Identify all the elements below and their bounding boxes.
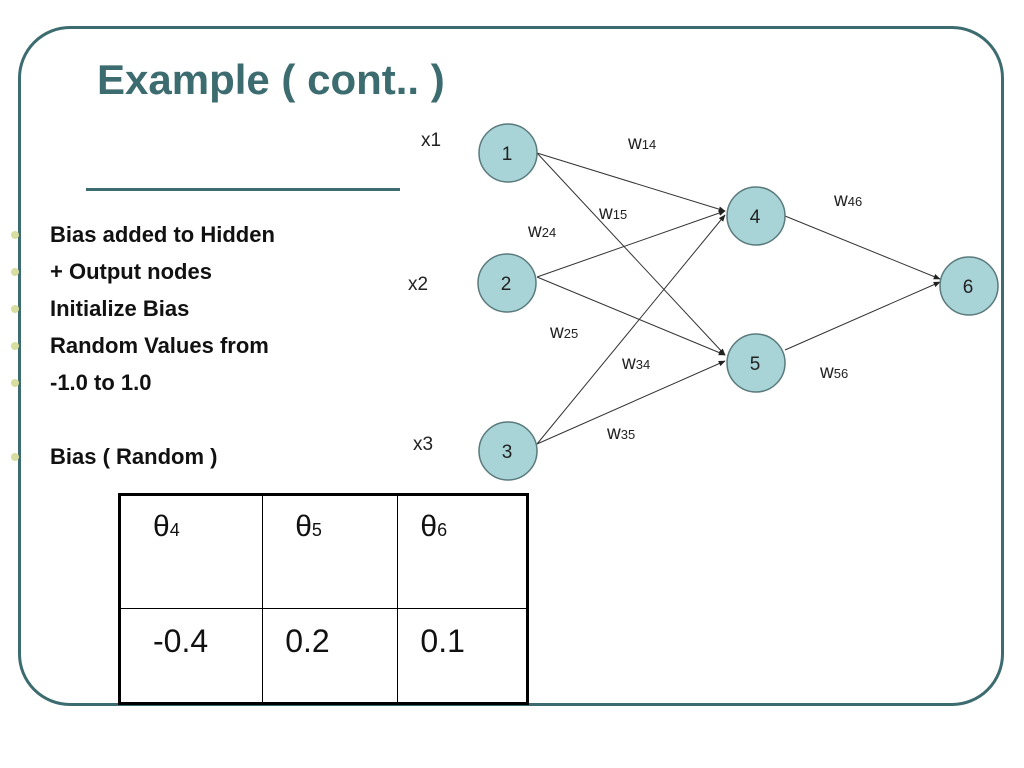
node-3: 3 (478, 421, 538, 481)
bullet-dot-icon (11, 453, 19, 461)
node-2: 2 (477, 253, 537, 313)
weight-label-w34: w34 (621, 353, 650, 374)
bullet-dot-icon (11, 268, 19, 276)
node-1: 1 (478, 123, 538, 183)
node-label: 2 (501, 274, 512, 295)
bullet-item: Random Values from (11, 331, 269, 361)
table-row: θ4 θ5 θ6 (118, 494, 528, 609)
theta-subscript: 4 (169, 520, 180, 540)
node-label: 1 (502, 144, 513, 165)
bullet-dot-icon (11, 305, 19, 313)
bias-value-theta5: 0.2 (262, 608, 399, 704)
bias-header-theta4: θ4 (118, 494, 264, 609)
edge-2-5 (536, 276, 726, 356)
weight-sub: 35 (621, 427, 635, 442)
bias-value: 0.1 (420, 623, 465, 659)
node-6: 6 (939, 256, 999, 316)
bias-value-theta6: 0.1 (397, 608, 528, 704)
bullet-item: -1.0 to 1.0 (11, 368, 152, 398)
bullet-text: -1.0 to 1.0 (50, 370, 152, 395)
weight-sub: 14 (642, 137, 656, 152)
weight-label-w25: w25 (549, 322, 578, 343)
edge-1-5 (536, 152, 726, 356)
bullet-item: + Output nodes (11, 257, 212, 287)
node-4: 4 (726, 186, 786, 246)
weight-label-w24: w24 (527, 221, 556, 242)
weight-sub: 46 (848, 194, 862, 209)
bias-header-theta5: θ5 (262, 494, 399, 609)
bullet-dot-icon (11, 342, 19, 350)
node-circle (726, 333, 786, 393)
edges (536, 152, 941, 445)
bullet-text: Random Values from (50, 333, 269, 358)
edge-5-6 (784, 281, 941, 351)
node-circle (478, 123, 538, 183)
theta-symbol: θ (295, 510, 312, 543)
bullet-dot-icon (11, 379, 19, 387)
node-label: 5 (750, 354, 761, 375)
bias-table: θ4 θ5 θ6 -0.4 0.2 0.1 (118, 493, 529, 705)
bullet-text: Bias added to Hidden (50, 222, 275, 247)
node-circle (939, 256, 999, 316)
weight-sub: 15 (613, 207, 627, 222)
weight-sub: 56 (834, 366, 848, 381)
node-label: 6 (963, 277, 974, 298)
input-label-x1: x1 (421, 130, 441, 151)
node-circle (726, 186, 786, 246)
bias-value: -0.4 (153, 623, 209, 659)
bullet-item: Bias added to Hidden (11, 220, 275, 250)
input-labels: x1 x2 x3 (408, 130, 441, 455)
weight-sub: 24 (542, 225, 556, 240)
weight-label-w15: w15 (598, 203, 627, 224)
weight-label-w56: w56 (819, 362, 848, 383)
weight-label-w14: w14 (627, 133, 656, 154)
edge-4-6 (784, 215, 941, 280)
node-circle (478, 421, 538, 481)
table-row: -0.4 0.2 0.1 (118, 608, 528, 704)
weight-sub: 34 (636, 357, 650, 372)
bias-value-theta4: -0.4 (118, 608, 264, 704)
bullet-item: Bias ( Random ) (11, 442, 218, 472)
input-label-x2: x2 (408, 274, 428, 295)
slide-title: Example ( cont.. ) (97, 56, 445, 103)
bullet-dot-icon (11, 231, 19, 239)
edge-2-4 (536, 210, 726, 278)
weight-sub: 25 (564, 326, 578, 341)
theta-symbol: θ (420, 510, 438, 543)
weight-labels: w14 w15 w24 w25 w34 w35 w46 w56 (527, 133, 862, 444)
node-circle (477, 253, 537, 313)
edge-1-4 (536, 152, 726, 212)
input-label-x3: x3 (413, 434, 433, 455)
theta-subscript: 6 (437, 520, 448, 540)
weight-label-w35: w35 (606, 423, 635, 444)
title-underline (86, 188, 400, 191)
bias-value: 0.2 (285, 623, 330, 659)
edge-3-4 (536, 214, 726, 445)
bullet-text: + Output nodes (50, 259, 212, 284)
bullet-text: Bias ( Random ) (50, 444, 218, 469)
bullet-item: Initialize Bias (11, 294, 190, 324)
node-label: 4 (750, 207, 761, 228)
bullet-list: Bias added to Hidden + Output nodes Init… (0, 0, 420, 480)
theta-symbol: θ (153, 510, 170, 543)
edge-3-5 (536, 360, 726, 445)
nodes: 1 2 3 4 5 6 (477, 123, 999, 481)
weight-label-w46: w46 (833, 190, 862, 211)
theta-subscript: 5 (311, 520, 322, 540)
bullet-text: Initialize Bias (50, 296, 190, 321)
bias-header-theta6: θ6 (397, 494, 528, 609)
node-5: 5 (726, 333, 786, 393)
node-label: 3 (502, 442, 513, 463)
